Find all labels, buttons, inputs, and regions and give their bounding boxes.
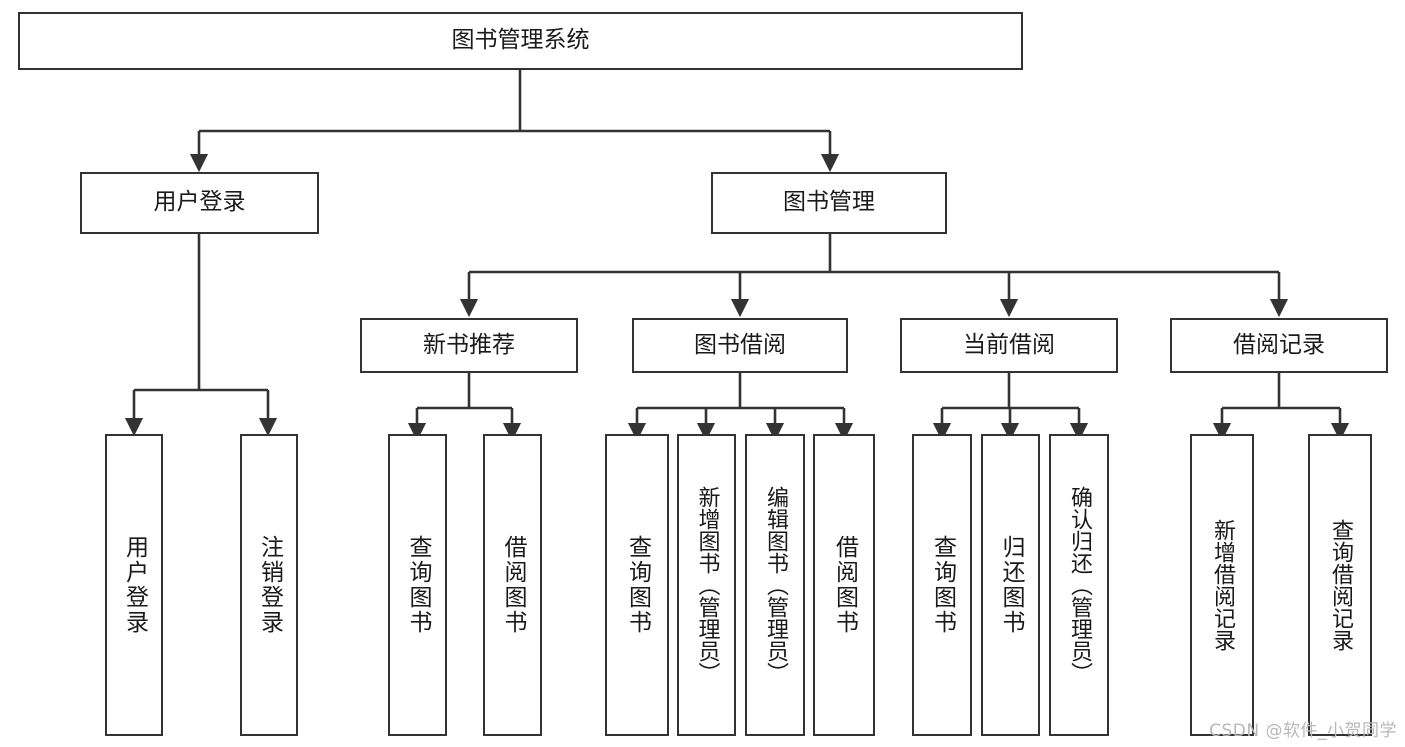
node-label: 新增图书（管理员） <box>694 486 720 684</box>
leaf-book-edit-admin[interactable]: 编辑图书（管理员） <box>745 434 805 736</box>
node-label: 确认归还（管理员） <box>1067 486 1092 684</box>
leaf-query-borrow-record[interactable]: 查询借阅记录 <box>1308 434 1372 736</box>
watermark-csdn: CSDN @软件_小贺同学 <box>1209 721 1397 741</box>
node-label: 当前借阅 <box>963 331 1055 358</box>
node-label: 借阅图书 <box>831 535 858 635</box>
node-label: 注销登录 <box>256 535 283 635</box>
node-label: 新书推荐 <box>423 331 515 358</box>
node-label: 用户登录 <box>121 535 148 635</box>
node-label: 查询借阅记录 <box>1328 519 1353 651</box>
node-label: 图书管理系统 <box>451 27 590 54</box>
leaf-new-book-query[interactable]: 查询图书 <box>388 434 447 736</box>
leaf-current-query[interactable]: 查询图书 <box>912 434 972 736</box>
node-label: 查询图书 <box>929 535 956 635</box>
leaf-book-query[interactable]: 查询图书 <box>605 434 669 736</box>
node-root-book-management-system[interactable]: 图书管理系统 <box>18 12 1023 70</box>
node-label: 用户登录 <box>153 189 246 216</box>
node-new-book-recommend[interactable]: 新书推荐 <box>360 318 578 373</box>
node-label: 归还图书 <box>998 535 1024 635</box>
leaf-confirm-return-admin[interactable]: 确认归还（管理员） <box>1049 434 1109 736</box>
node-label: 图书借阅 <box>694 331 786 358</box>
leaf-new-book-borrow[interactable]: 借阅图书 <box>483 434 542 736</box>
node-book-borrow[interactable]: 图书借阅 <box>632 318 848 373</box>
leaf-book-add-admin[interactable]: 新增图书（管理员） <box>677 434 736 736</box>
node-book-management[interactable]: 图书管理 <box>711 172 947 234</box>
leaf-logout[interactable]: 注销登录 <box>240 434 298 736</box>
node-label: 新增借阅记录 <box>1210 519 1235 651</box>
leaf-user-login[interactable]: 用户登录 <box>105 434 163 736</box>
node-label: 图书管理 <box>783 189 875 216</box>
node-label: 查询图书 <box>624 535 651 635</box>
node-label: 借阅图书 <box>500 535 526 635</box>
node-user-login[interactable]: 用户登录 <box>80 172 319 234</box>
leaf-add-borrow-record[interactable]: 新增借阅记录 <box>1190 434 1254 736</box>
node-label: 查询图书 <box>405 535 431 635</box>
node-label: 编辑图书（管理员） <box>763 486 788 684</box>
node-borrow-record[interactable]: 借阅记录 <box>1170 318 1388 373</box>
node-label: 借阅记录 <box>1233 331 1325 358</box>
leaf-book-borrow-action[interactable]: 借阅图书 <box>813 434 875 736</box>
leaf-return-book[interactable]: 归还图书 <box>981 434 1040 736</box>
node-current-borrow[interactable]: 当前借阅 <box>900 318 1118 373</box>
